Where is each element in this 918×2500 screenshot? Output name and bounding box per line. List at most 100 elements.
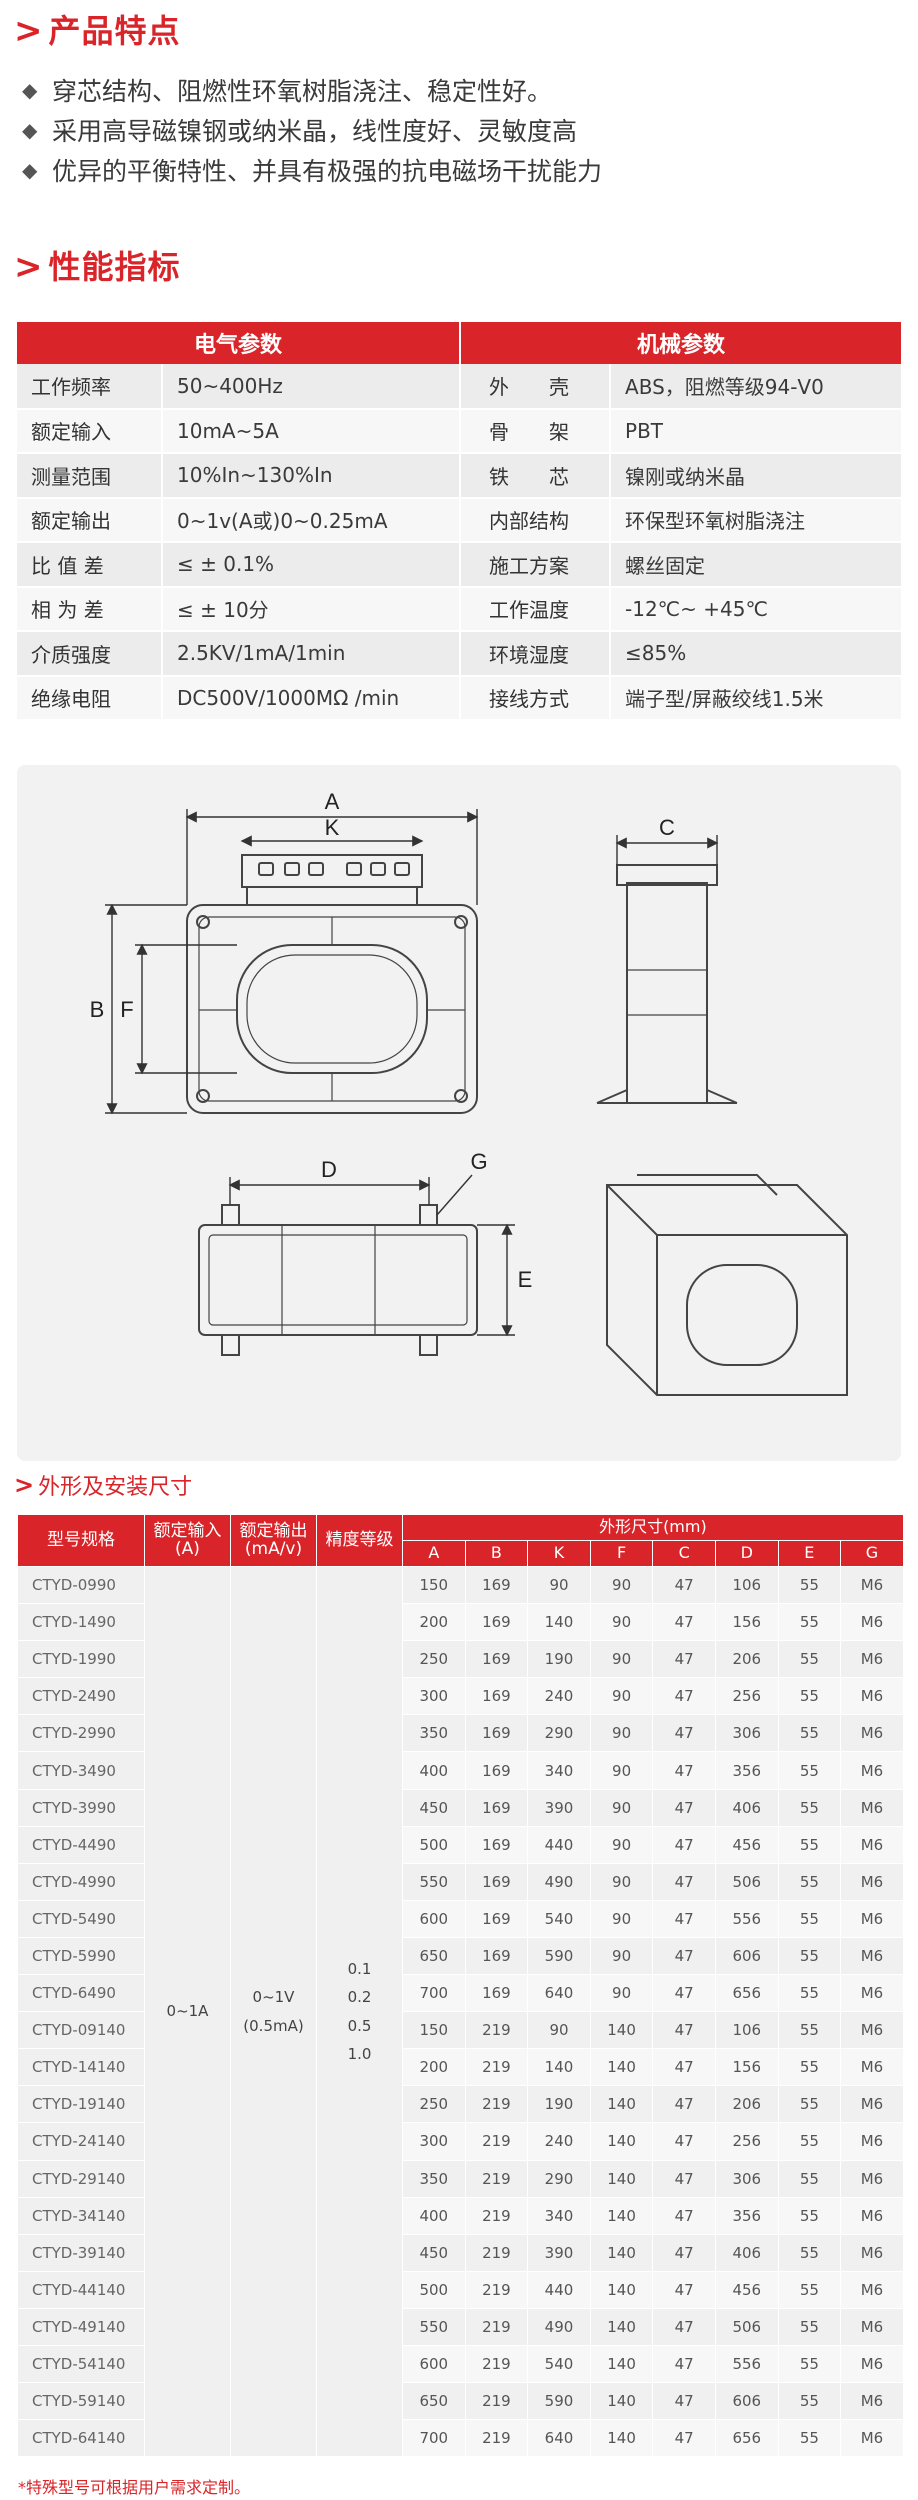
model-cell: CTYD-39140: [17, 2233, 145, 2272]
dim-cell-A: 600: [402, 1899, 466, 1938]
dim-cell-E: 55: [777, 1751, 842, 1790]
dim-cell-C: 47: [652, 1603, 716, 1642]
dim-cell-D: 656: [714, 2419, 779, 2458]
dim-cell-C: 47: [652, 2270, 716, 2309]
dim-cell-G: M6: [840, 2011, 904, 2050]
dim-cell-G: M6: [840, 2344, 904, 2384]
feature-item: ◆穿芯结构、阻燃性环氧树脂浇注、稳定性好。: [22, 77, 553, 106]
dim-cell-D: 606: [714, 2382, 779, 2421]
dim-cell-G: M6: [840, 1640, 904, 1679]
electrical-label: 额定输入: [17, 408, 163, 454]
accuracy-value: 1.0: [347, 2045, 372, 2064]
mechanical-label: 环境湿度: [460, 631, 612, 677]
dim-cell-C: 47: [652, 1825, 716, 1864]
dim-cell-B: 219: [464, 2011, 529, 2050]
dim-cell-C: 47: [652, 2307, 716, 2346]
dim-cell-K: 640: [527, 1974, 591, 2013]
mechanical-value: 螺丝固定: [610, 542, 902, 588]
dim-cell-F: 140: [589, 2196, 654, 2235]
dim-cell-B: 169: [464, 1788, 529, 1827]
dim-cell-G: M6: [840, 1751, 904, 1790]
col-dim-D: D: [714, 1540, 779, 1567]
dim-cell-G: M6: [840, 2382, 904, 2421]
dim-cell-E: 55: [777, 1677, 842, 1716]
dim-cell-B: 169: [464, 1603, 529, 1642]
dim-cell-A: 350: [402, 2159, 466, 2198]
mechanical-params-header: 机械参数: [460, 322, 902, 364]
dim-cell-A: 700: [402, 1974, 466, 2013]
dim-cell-C: 47: [652, 1640, 716, 1679]
dim-cell-G: M6: [840, 1936, 904, 1976]
dim-cell-G: M6: [840, 1677, 904, 1716]
dim-cell-E: 55: [777, 1714, 842, 1753]
dim-cell-A: 200: [402, 2048, 466, 2087]
dim-cell-A: 350: [402, 1714, 466, 1753]
dim-cell-K: 390: [527, 1788, 591, 1827]
model-cell: CTYD-2990: [17, 1714, 145, 1753]
dim-cell-C: 47: [652, 2085, 716, 2124]
dim-cell-K: 290: [527, 1714, 591, 1753]
dim-cell-B: 219: [464, 2085, 529, 2124]
dim-cell-K: 140: [527, 2048, 591, 2087]
mechanical-label: 外 壳: [460, 364, 612, 410]
dim-cell-B: 169: [464, 1565, 529, 1605]
dim-cell-A: 450: [402, 1788, 466, 1827]
col-dim-A: A: [402, 1540, 466, 1567]
performance-heading: > 性能指标: [14, 250, 181, 284]
dim-cell-G: M6: [840, 2085, 904, 2124]
dim-cell-E: 55: [777, 2196, 842, 2235]
dim-cell-B: 169: [464, 1936, 529, 1976]
dim-cell-G: M6: [840, 2159, 904, 2198]
model-cell: CTYD-54140: [17, 2344, 145, 2384]
model-cell: CTYD-09140: [17, 2011, 145, 2050]
dim-cell-A: 550: [402, 1862, 466, 1901]
dim-cell-F: 90: [589, 1899, 654, 1938]
dim-cell-A: 600: [402, 2344, 466, 2384]
dim-cell-E: 55: [777, 1862, 842, 1901]
dim-cell-B: 219: [464, 2048, 529, 2087]
dim-cell-C: 47: [652, 1565, 716, 1605]
col-model: 型号规格: [17, 1514, 145, 1567]
dim-cell-D: 156: [714, 1603, 779, 1642]
performance-title: 性能指标: [48, 248, 181, 286]
dim-cell-F: 90: [589, 1862, 654, 1901]
model-cell: CTYD-4990: [17, 1862, 145, 1901]
dim-cell-G: M6: [840, 1899, 904, 1938]
dim-cell-E: 55: [777, 1565, 842, 1605]
model-cell: CTYD-2490: [17, 1677, 145, 1716]
dim-cell-A: 550: [402, 2307, 466, 2346]
dim-cell-F: 90: [589, 1714, 654, 1753]
col-dim-K: K: [527, 1540, 591, 1567]
diamond-bullet-icon: ◆: [22, 78, 38, 102]
diamond-bullet-icon: ◆: [22, 158, 38, 182]
side-view-body: [626, 882, 708, 1104]
electrical-value: 10mA~5A: [162, 408, 462, 454]
iso-view-body: [606, 1184, 848, 1396]
dim-cell-B: 169: [464, 1677, 529, 1716]
col-dim-G: G: [840, 1540, 904, 1567]
dim-cell-G: M6: [840, 2233, 904, 2272]
dim-cell-E: 55: [777, 1825, 842, 1864]
dim-cell-B: 169: [464, 1640, 529, 1679]
model-cell: CTYD-59140: [17, 2382, 145, 2421]
dim-cell-A: 400: [402, 2196, 466, 2235]
dim-cell-K: 390: [527, 2233, 591, 2272]
dim-cell-B: 169: [464, 1899, 529, 1938]
model-cell: CTYD-14140: [17, 2048, 145, 2087]
electrical-value: 50~400Hz: [162, 364, 462, 410]
dim-cell-B: 169: [464, 1974, 529, 2013]
dim-cell-A: 450: [402, 2233, 466, 2272]
mechanical-value: 镍刚或纳米晶: [610, 453, 902, 499]
model-cell: CTYD-19140: [17, 2085, 145, 2124]
accuracy-value: 0.1: [347, 1959, 372, 1978]
